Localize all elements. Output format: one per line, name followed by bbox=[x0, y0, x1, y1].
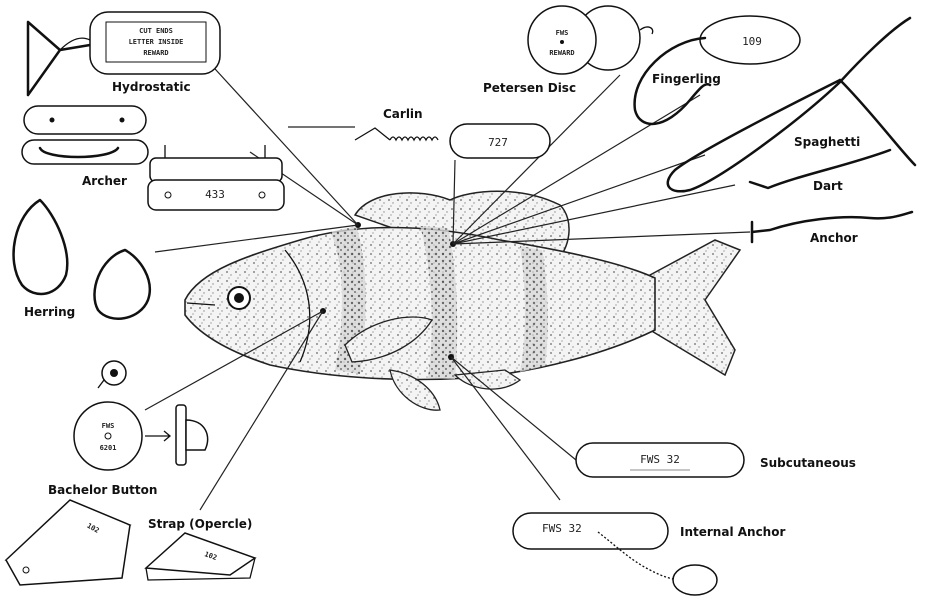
carlin-tag: 727 bbox=[355, 124, 550, 158]
label-hydrostatic: Hydrostatic bbox=[112, 80, 191, 94]
petersen-disc-text-1: FWS bbox=[556, 29, 569, 37]
hydrostatic-tag-text-2: LETTER INSIDE bbox=[129, 38, 184, 46]
archer-tag-large: 433 bbox=[148, 145, 284, 210]
label-herring: Herring bbox=[24, 305, 75, 319]
carlin-tag-number: 727 bbox=[488, 136, 508, 149]
subcutaneous-tag: FWS 32 bbox=[576, 443, 744, 477]
label-anchor: Anchor bbox=[810, 231, 858, 245]
label-spaghetti: Spaghetti bbox=[794, 135, 860, 149]
internal-anchor-tag-text: FWS 32 bbox=[542, 522, 582, 535]
label-archer: Archer bbox=[82, 174, 127, 188]
label-subcutaneous: Subcutaneous bbox=[760, 456, 856, 470]
label-internal-anchor: Internal Anchor bbox=[680, 525, 785, 539]
subcutaneous-tag-text: FWS 32 bbox=[640, 453, 680, 466]
label-carlin: Carlin bbox=[383, 107, 423, 121]
bachelor-button-tag: FWS 6201 bbox=[74, 361, 208, 470]
bachelor-button-text-1: FWS bbox=[102, 422, 115, 430]
fish-illustration bbox=[185, 191, 740, 410]
hydrostatic-tag-text-1: CUT ENDS bbox=[139, 27, 173, 35]
herring-tags bbox=[14, 200, 150, 319]
hydrostatic-tag-text-3: REWARD bbox=[143, 49, 168, 57]
petersen-disc-text-2: REWARD bbox=[549, 49, 574, 57]
bachelor-button-text-2: 6201 bbox=[100, 444, 117, 452]
petersen-disc-tag: FWS REWARD bbox=[528, 6, 653, 74]
fish-tail bbox=[650, 240, 740, 375]
fish-body bbox=[185, 228, 655, 380]
fish-pupil bbox=[234, 293, 244, 303]
archer-tag-number: 433 bbox=[205, 188, 225, 201]
label-strap-opercle: Strap (Opercle) bbox=[148, 517, 252, 531]
fingerling-tag: 109 bbox=[635, 16, 800, 124]
label-dart: Dart bbox=[813, 179, 843, 193]
label-fingerling: Fingerling bbox=[652, 72, 721, 86]
archer-tag-small bbox=[22, 106, 148, 164]
strap-tag-closed: 102 bbox=[146, 533, 255, 580]
fingerling-tag-number: 109 bbox=[742, 35, 762, 48]
label-petersen-disc: Petersen Disc bbox=[483, 81, 576, 95]
label-bachelor-button: Bachelor Button bbox=[48, 483, 157, 497]
strap-tag-open: 102 bbox=[6, 500, 130, 585]
